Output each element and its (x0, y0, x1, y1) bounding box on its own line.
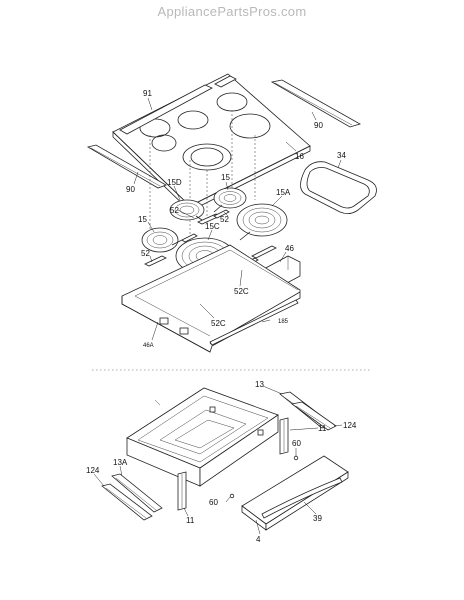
drawer-slide-13A[interactable] (111, 473, 163, 513)
leader-lines (93, 97, 343, 535)
label-13A: 13A (113, 458, 128, 467)
label-46: 46 (285, 244, 294, 253)
label-46A: 46A (143, 343, 154, 349)
label-11-left: 11 (186, 516, 195, 525)
label-52C-right: 52C (234, 287, 249, 296)
label-52-upper-left: 52 (170, 206, 179, 215)
part-labels: 91 90 16 90 34 15D 15 52 52 15A 15 15C 5… (86, 89, 357, 544)
griddle[interactable] (300, 161, 377, 214)
label-52-lower: 52 (141, 249, 150, 258)
drawer-front-panel[interactable] (241, 455, 349, 531)
burner-box-frame[interactable] (121, 244, 301, 353)
label-60-left: 60 (209, 498, 218, 507)
label-15-upper: 15 (221, 173, 230, 182)
label-52C-lower: 52C (211, 319, 226, 328)
label-90-lower: 90 (126, 185, 135, 194)
label-185: 185 (278, 319, 289, 325)
label-11-right: 11 (318, 424, 327, 433)
cooktop-side-trim[interactable] (119, 75, 237, 135)
label-16: 16 (295, 152, 304, 161)
rear-trim-strip-right[interactable] (270, 79, 362, 128)
burner-element-15D[interactable] (169, 199, 206, 223)
frame-rail-185[interactable] (209, 299, 299, 346)
screw-60-left[interactable] (229, 493, 235, 499)
label-124-left: 124 (86, 466, 100, 475)
label-91: 91 (143, 89, 152, 98)
label-13: 13 (255, 380, 264, 389)
drawer-bracket-11-left[interactable] (177, 471, 187, 511)
drawer-box[interactable] (126, 387, 279, 487)
label-15A: 15A (276, 188, 291, 197)
burner-element-15-rear[interactable] (213, 187, 247, 213)
label-4: 4 (256, 535, 261, 544)
label-15-lower: 15 (138, 215, 147, 224)
label-34: 34 (337, 151, 346, 160)
drawer-slide-124-right[interactable] (291, 401, 337, 431)
screw-60-right[interactable] (293, 455, 299, 461)
watermark-text: AppliancePartsPros.com (157, 4, 307, 19)
front-trim-strip-left[interactable] (86, 144, 167, 189)
drawer-slide-124-left[interactable] (101, 483, 153, 521)
label-90-upper: 90 (314, 121, 323, 130)
label-15C: 15C (205, 222, 220, 231)
label-124-right: 124 (343, 421, 357, 430)
label-39: 39 (313, 514, 322, 523)
label-15D: 15D (167, 178, 182, 187)
burner-element-15A[interactable] (236, 203, 288, 241)
drawer-handle[interactable] (261, 477, 343, 519)
label-60-right: 60 (292, 439, 301, 448)
drawer-bracket-11-right[interactable] (279, 417, 289, 455)
label-52-upper-right: 52 (220, 215, 229, 224)
burner-element-15-front[interactable] (141, 227, 183, 253)
